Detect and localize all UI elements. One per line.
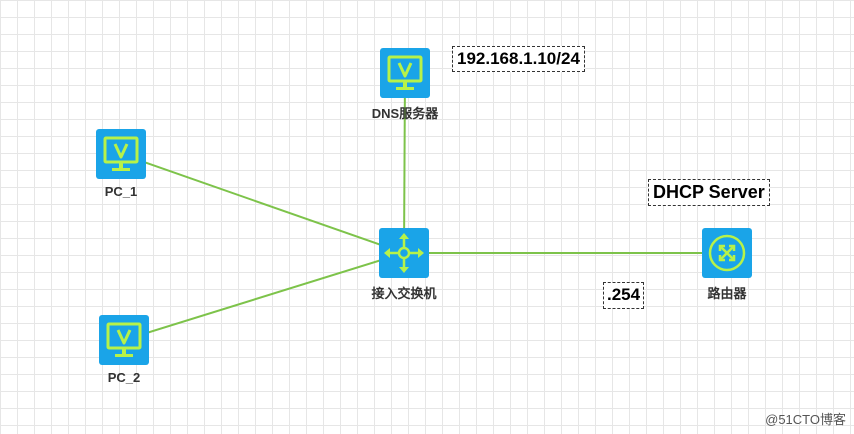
router-icon (702, 228, 752, 278)
link-dns-switch (403, 72, 406, 254)
access-switch-label: 接入交换机 (371, 286, 437, 301)
pc1-node[interactable]: PC_1 (61, 129, 181, 199)
dhcp-server-annotation: DHCP Server (648, 179, 770, 206)
dns-server-node[interactable]: DNS服务器 (345, 48, 465, 122)
pc2-label: PC_2 (107, 370, 141, 385)
pc1-label: PC_1 (104, 184, 138, 199)
monitor-icon (380, 48, 430, 98)
router-label: 路由器 (707, 286, 747, 301)
pc2-node[interactable]: PC_2 (64, 315, 184, 385)
dns-server-label: DNS服务器 (371, 106, 439, 121)
watermark-text: @51CTO博客 (765, 412, 846, 427)
access-switch-node[interactable]: 接入交换机 (344, 228, 464, 302)
link-pc2-switch (123, 252, 405, 341)
monitor-icon (99, 315, 149, 365)
router-ip-annotation: .254 (603, 282, 645, 309)
router-node[interactable]: 路由器 (667, 228, 787, 302)
link-pc1-switch (120, 153, 405, 254)
dns-ip-annotation: 192.168.1.10/24 (452, 46, 585, 72)
switch-icon (379, 228, 429, 278)
monitor-icon (96, 129, 146, 179)
